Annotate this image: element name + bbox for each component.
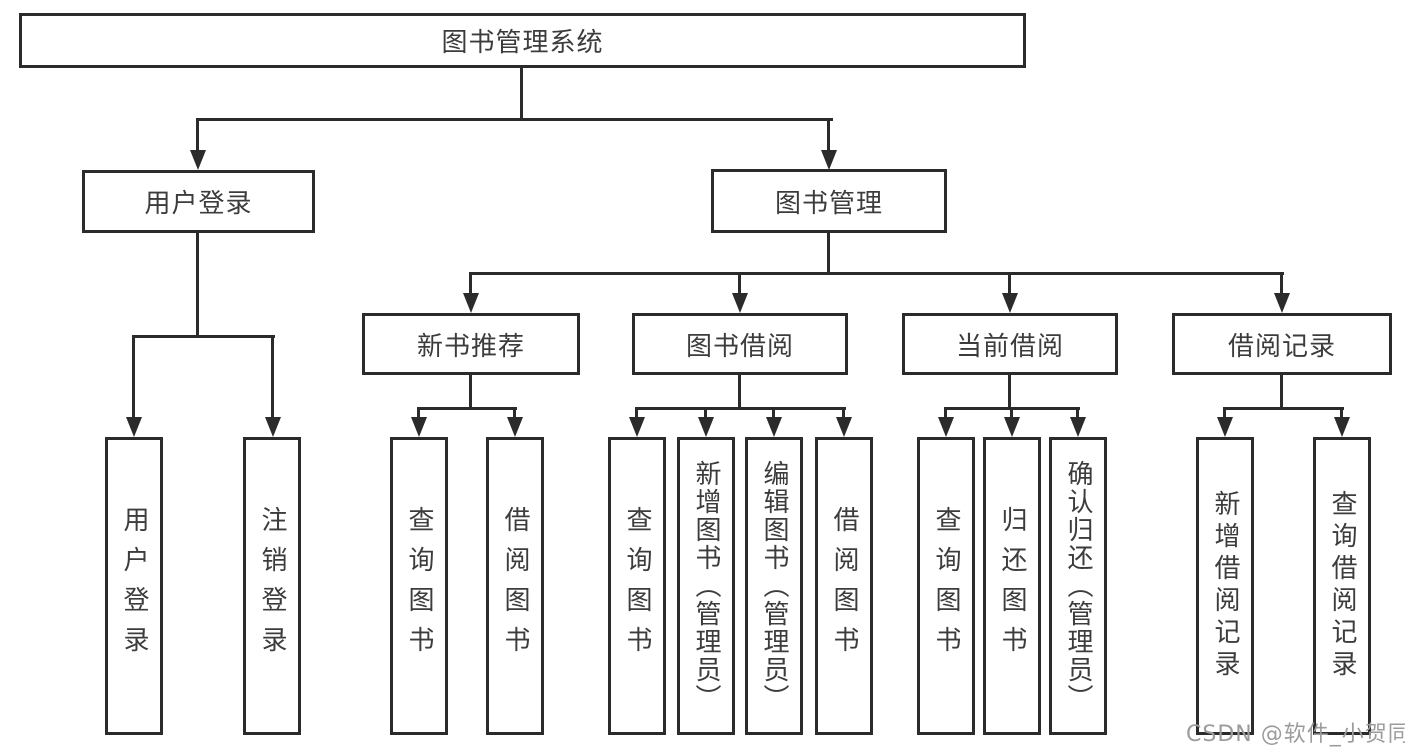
edge-new-book-rec-bus bbox=[417, 407, 517, 410]
edge-level3-bus bbox=[469, 272, 1284, 275]
arrow-down-icon bbox=[732, 293, 748, 313]
edge-drop bbox=[1010, 407, 1013, 419]
node-new-book-rec-label: 新书推荐 bbox=[416, 331, 525, 362]
edge-drop-book-mgmt bbox=[827, 118, 830, 152]
edge-drop-book-borrow bbox=[738, 272, 741, 295]
node-book-borrow-label: 图书借阅 bbox=[685, 331, 794, 362]
leaf-add-borrow-record: 新增借阅记录 bbox=[1196, 437, 1254, 735]
edge-level2-bus bbox=[196, 118, 833, 121]
leaf-add-borrow-record-label: 新增借阅记录 bbox=[1210, 490, 1240, 682]
leaf-user-login: 用户登录 bbox=[105, 437, 163, 735]
edge-drop bbox=[417, 407, 420, 419]
arrow-down-icon bbox=[190, 150, 206, 170]
node-borrow-records: 借阅记录 bbox=[1172, 313, 1392, 375]
leaf-borrow-query-books: 查询图书 bbox=[608, 437, 666, 735]
edge-borrow-records-bus bbox=[1223, 407, 1344, 410]
leaf-logout-label: 注销登录 bbox=[257, 506, 287, 666]
node-current-borrow: 当前借阅 bbox=[902, 313, 1118, 375]
node-user-login-label: 用户登录 bbox=[144, 189, 253, 219]
edge-drop bbox=[842, 407, 845, 419]
leaf-user-login-label: 用户登录 bbox=[119, 506, 149, 666]
leaf-logout: 注销登录 bbox=[243, 437, 301, 735]
node-root: 图书管理系统 bbox=[19, 13, 1026, 68]
node-borrow-records-label: 借阅记录 bbox=[1227, 331, 1336, 362]
leaf-borrow-borrow-books: 借阅图书 bbox=[815, 437, 873, 735]
leaf-borrow-borrow-books-label: 借阅图书 bbox=[829, 506, 859, 666]
leaf-confirm-return-admin-label: 确认归还（管理员） bbox=[1063, 460, 1093, 712]
arrow-down-icon bbox=[411, 417, 427, 437]
node-book-mgmt-label: 图书管理 bbox=[774, 188, 883, 219]
edge-drop-current-borrow bbox=[1008, 272, 1011, 295]
node-new-book-rec: 新书推荐 bbox=[362, 313, 580, 375]
node-user-login: 用户登录 bbox=[82, 170, 315, 233]
arrow-down-icon bbox=[1002, 293, 1018, 313]
edge-current-borrow-stem bbox=[1008, 375, 1011, 407]
node-root-label: 图书管理系统 bbox=[441, 28, 604, 58]
edge-drop-borrow-records bbox=[1280, 272, 1283, 295]
edge-drop bbox=[944, 407, 947, 419]
leaf-rec-borrow-books-label: 借阅图书 bbox=[500, 506, 530, 666]
arrow-down-icon bbox=[821, 150, 837, 170]
leaf-current-query-books: 查询图书 bbox=[917, 437, 975, 735]
arrow-down-icon bbox=[1334, 417, 1350, 437]
leaf-current-query-books-label: 查询图书 bbox=[931, 506, 961, 666]
edge-drop-user-login bbox=[196, 118, 199, 152]
leaf-query-borrow-record: 查询借阅记录 bbox=[1313, 437, 1371, 735]
edge-drop bbox=[1223, 407, 1226, 419]
edge-drop bbox=[635, 407, 638, 419]
edge-user-login-bus bbox=[132, 335, 275, 338]
leaf-rec-query-books: 查询图书 bbox=[390, 437, 448, 735]
edge-drop bbox=[704, 407, 707, 419]
edge-root-stem bbox=[520, 68, 523, 118]
leaf-confirm-return-admin: 确认归还（管理员） bbox=[1049, 437, 1107, 735]
leaf-rec-query-books-label: 查询图书 bbox=[404, 506, 434, 666]
edge-user-login-stem bbox=[196, 233, 199, 335]
leaf-borrow-query-books-label: 查询图书 bbox=[622, 506, 652, 666]
edge-book-mgmt-stem bbox=[827, 233, 830, 272]
arrow-down-icon bbox=[1274, 293, 1290, 313]
arrow-down-icon bbox=[126, 417, 142, 437]
edge-drop bbox=[513, 407, 516, 419]
arrow-down-icon bbox=[463, 293, 479, 313]
arrow-down-icon bbox=[629, 417, 645, 437]
edge-drop-new-book-rec bbox=[469, 272, 472, 295]
node-current-borrow-label: 当前借阅 bbox=[955, 331, 1064, 362]
node-book-mgmt: 图书管理 bbox=[711, 169, 947, 233]
leaf-edit-books-admin: 编辑图书（管理员） bbox=[745, 437, 803, 735]
edge-borrow-records-stem bbox=[1280, 375, 1283, 407]
edge-new-book-rec-stem bbox=[469, 375, 472, 407]
arrow-down-icon bbox=[1070, 417, 1086, 437]
arrow-down-icon bbox=[938, 417, 954, 437]
leaf-edit-books-admin-label: 编辑图书（管理员） bbox=[759, 460, 789, 712]
leaf-rec-borrow-books: 借阅图书 bbox=[486, 437, 544, 735]
arrow-down-icon bbox=[1004, 417, 1020, 437]
arrow-down-icon bbox=[1217, 417, 1233, 437]
arrow-down-icon bbox=[507, 417, 523, 437]
edge-drop-leaf-login bbox=[132, 335, 135, 419]
leaf-add-books-admin-label: 新增图书（管理员） bbox=[691, 460, 721, 712]
leaf-add-books-admin: 新增图书（管理员） bbox=[677, 437, 735, 735]
leaf-query-borrow-record-label: 查询借阅记录 bbox=[1327, 490, 1357, 682]
arrow-down-icon bbox=[766, 417, 782, 437]
edge-drop-leaf-logout bbox=[271, 335, 274, 419]
arrow-down-icon bbox=[265, 417, 281, 437]
edge-drop bbox=[772, 407, 775, 419]
leaf-return-books: 归还图书 bbox=[983, 437, 1041, 735]
edge-drop bbox=[1076, 407, 1079, 419]
edge-drop bbox=[1340, 407, 1343, 419]
leaf-return-books-label: 归还图书 bbox=[997, 506, 1027, 666]
watermark: CSDN @软件_小贺同学 bbox=[1186, 722, 1405, 747]
arrow-down-icon bbox=[698, 417, 714, 437]
arrow-down-icon bbox=[836, 417, 852, 437]
edge-book-borrow-stem bbox=[738, 375, 741, 407]
edge-book-borrow-bus bbox=[635, 407, 846, 410]
node-book-borrow: 图书借阅 bbox=[632, 313, 848, 375]
